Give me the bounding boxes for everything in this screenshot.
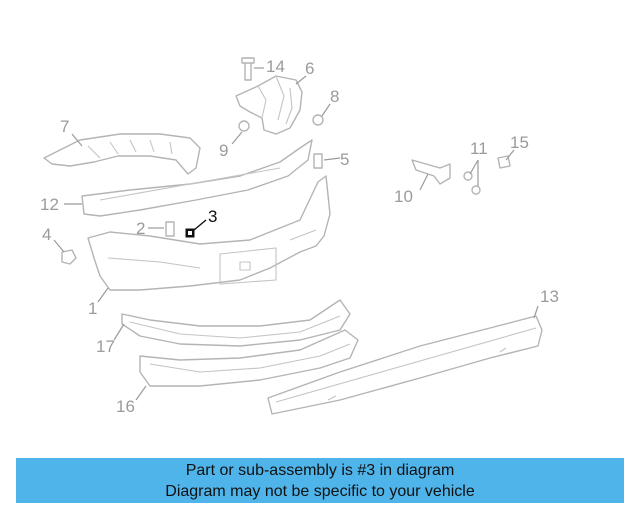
- callout-6: 6: [305, 59, 314, 78]
- banner-line-1: Part or sub-assembly is #3 in diagram: [185, 461, 455, 479]
- part-7-bracket: [43, 133, 201, 175]
- callout-16: 16: [116, 397, 135, 416]
- callout-7: 7: [60, 117, 69, 136]
- part-14-bolt: [241, 57, 255, 81]
- callout-2: 2: [136, 219, 145, 238]
- part-4-nut: [61, 249, 77, 265]
- callout-1: 1: [88, 299, 97, 318]
- callout-12: 12: [40, 195, 59, 214]
- part-9-nut: [238, 120, 250, 132]
- part-3-clip: [185, 228, 195, 238]
- info-banner: Part or sub-assembly is #3 in diagram Di…: [16, 458, 624, 503]
- leader-lines: [53, 67, 539, 401]
- callout-10: 10: [394, 187, 413, 206]
- part-10-bracket: [411, 159, 451, 185]
- callout-9: 9: [219, 141, 228, 160]
- callout-3: 3: [208, 207, 217, 226]
- part-12-absorber: [81, 139, 313, 217]
- callout-15: 15: [510, 133, 529, 152]
- callout-14: 14: [266, 57, 285, 76]
- part-8-nut: [312, 114, 324, 126]
- callout-8: 8: [330, 87, 339, 106]
- callout-5: 5: [340, 150, 349, 169]
- callout-17: 17: [96, 337, 115, 356]
- part-5-bolt: [313, 153, 323, 169]
- part-6-bracket: [235, 75, 303, 135]
- part-17-lower-fascia: [121, 299, 351, 347]
- part-13-impact-bar: [267, 315, 543, 415]
- part-16-valance: [139, 329, 359, 387]
- part-1-bumper-cover: [87, 175, 331, 291]
- banner-line-2: Diagram may not be specific to your vehi…: [165, 482, 475, 500]
- callout-11: 11: [470, 139, 488, 158]
- parts-diagram: 14 6 8 9 7 5 12 2 3 4 1 13 17 16 10 11 1…: [40, 57, 559, 416]
- part-11-bolts: [463, 171, 481, 195]
- callout-4: 4: [42, 225, 51, 244]
- callout-13: 13: [540, 287, 559, 306]
- part-2-bolt: [165, 221, 175, 237]
